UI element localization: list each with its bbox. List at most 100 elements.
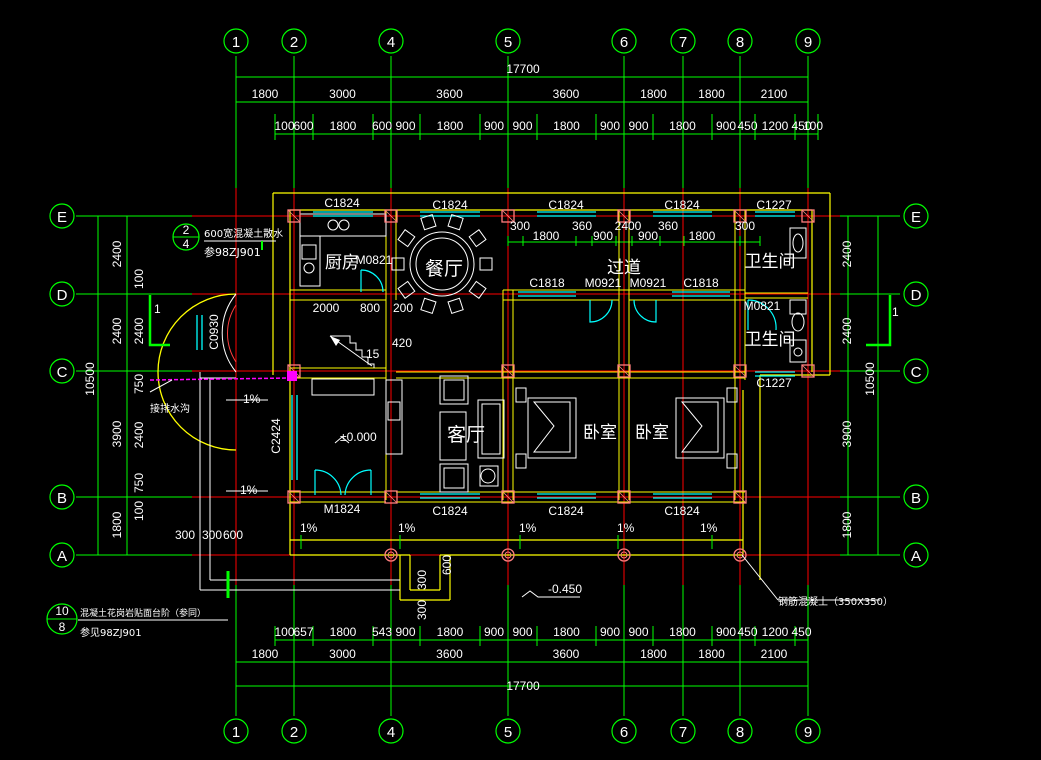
door-label: M0921	[585, 276, 622, 290]
axis-bubble	[611, 28, 637, 54]
armchair-seat	[443, 467, 465, 489]
living-cabinet	[311, 378, 375, 396]
column	[501, 490, 515, 504]
door-swing	[314, 469, 342, 496]
column-hatch	[501, 364, 515, 378]
annotations: ±0.000 -0.450 420 15 1% 1% 1% 1% 1% 1% 1…	[46, 223, 899, 639]
axis-bubble	[223, 718, 249, 744]
sink	[301, 244, 317, 260]
round-column	[733, 548, 747, 562]
dim-left-ba: 1800	[110, 511, 124, 538]
column-hatch	[384, 490, 398, 504]
dim-bottom-detail: 1800	[330, 625, 357, 639]
bay-red-line	[227, 304, 237, 363]
gutter-note: 接排水沟	[150, 402, 190, 415]
dining-chair	[397, 229, 416, 248]
door-swing	[360, 269, 384, 293]
dim-top-detail: 450	[791, 119, 811, 133]
toilet-tank	[789, 299, 807, 315]
column-note: 钢筋混凝土（350X350）	[778, 595, 893, 608]
axis-label: 7	[679, 34, 687, 51]
dim-bottom-detail: 100	[274, 625, 294, 639]
dim-top-major: 1800	[640, 87, 667, 101]
sofa	[477, 399, 505, 459]
column-hatch	[733, 364, 747, 378]
armchair	[439, 375, 469, 405]
detail-ref-sheet: 8	[59, 620, 66, 634]
columns	[287, 209, 815, 562]
dim-stair-3: 200	[393, 301, 413, 315]
dim-top-detail: 900	[716, 119, 736, 133]
axis-bubble	[49, 542, 75, 568]
axis-label: 1	[232, 724, 240, 741]
axis-bubble	[903, 484, 929, 510]
dim-left-ed: 2400	[110, 240, 124, 267]
step-ref: 参见98ZJ901	[80, 626, 142, 639]
room-bath-1: 卫生间	[745, 252, 796, 272]
dim-top-detail: 900	[484, 119, 504, 133]
window-label: C1818	[683, 276, 719, 290]
dining-chair	[420, 297, 437, 315]
dim-bottom-major: 2100	[761, 647, 788, 661]
axis-bubble	[903, 358, 929, 384]
section-label-left: 1	[154, 302, 161, 316]
dim-bottom-detail: 450	[737, 625, 757, 639]
dim-top-detail: 1800	[330, 119, 357, 133]
window-label: C1824	[548, 198, 584, 212]
dim-right-cb: 3900	[840, 420, 854, 447]
column-marker	[287, 371, 297, 381]
slope-label: 1%	[243, 392, 261, 406]
axis-label: D	[911, 287, 922, 304]
column	[801, 209, 815, 223]
column	[384, 209, 398, 223]
dim-corridor: 2400	[615, 219, 642, 233]
window-label: C1824	[432, 198, 468, 212]
dim-left-detail-6: 2400	[132, 317, 146, 344]
dim-left-detail-1: 100	[132, 269, 146, 289]
axis-bubble	[49, 281, 75, 307]
column-hatch	[384, 209, 398, 223]
dining-table-inner	[415, 237, 469, 291]
dining-table	[409, 231, 475, 297]
dim-top-major: 3000	[329, 87, 356, 101]
door-swing	[747, 299, 777, 331]
axis-bubble	[727, 28, 753, 54]
dim-top-major: 1800	[698, 87, 725, 101]
column	[617, 364, 631, 378]
column	[501, 209, 515, 223]
axis-label: 1	[232, 34, 240, 51]
dim-bottom-detail: 900	[628, 625, 648, 639]
bath-basin-2	[789, 339, 807, 363]
window-label: C1824	[664, 198, 700, 212]
door-swing	[633, 299, 657, 323]
axis-label: 8	[736, 34, 744, 51]
dim-bottom-detail: 1800	[553, 625, 580, 639]
walls	[149, 192, 831, 601]
nightstand	[515, 453, 527, 469]
armchair	[439, 463, 469, 493]
dining-chair	[479, 257, 493, 271]
drain-note: 600宽混凝土散水	[204, 227, 283, 240]
column-hatch	[801, 364, 815, 378]
axis-label: A	[57, 548, 67, 565]
dim-bottom-major: 3600	[553, 647, 580, 661]
dining-chair	[447, 297, 464, 315]
column	[617, 209, 631, 223]
dim-left-outer: 10500	[83, 362, 97, 396]
axis-label: 5	[504, 724, 512, 741]
dim-left-detail-3: 2400	[132, 421, 146, 448]
door-label: M1824	[324, 502, 361, 516]
axis-label: A	[911, 548, 921, 565]
column	[287, 490, 301, 504]
dim-top-detail: 900	[628, 119, 648, 133]
basin-drain	[793, 347, 803, 357]
dim-bottom-major: 3000	[329, 647, 356, 661]
axis-bubble	[670, 28, 696, 54]
column-hatch	[617, 209, 631, 223]
kitchen-counter-side	[299, 235, 321, 287]
window-label: C0930	[207, 314, 221, 350]
dim-top-detail: 900	[600, 119, 620, 133]
